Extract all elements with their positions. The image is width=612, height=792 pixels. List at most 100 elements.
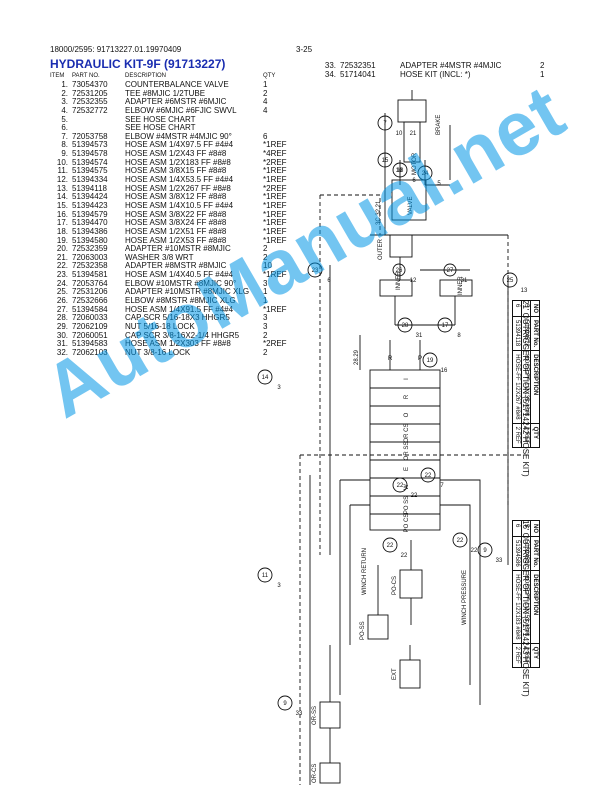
parts-pn: 72532666 [72,296,108,306]
parts-qty: *2REF [263,157,287,167]
parts-pn: 72532351 [340,61,376,70]
callout-number: 9 [483,548,487,554]
option-table-header-cell: PART No. [530,316,540,351]
parts-no: 34. [324,69,336,79]
parts-pn: 51394423 [72,200,108,210]
parts-pn: 72532772 [72,105,108,115]
parts-pn: 51394573 [72,140,108,150]
parts-qty: 2 [263,330,268,340]
parts-pn: 72060051 [72,330,108,340]
callout-number: 22 [457,538,464,544]
parts-no: 16. [56,209,68,219]
parts-desc: HOSE ASM 3/8X12 FF #8#8 [125,192,227,202]
col-part-no: PART NO. [72,73,100,79]
parts-pn: 51394574 [72,157,108,167]
parts-desc: HOSE ASM 1/2X51 FF #8#8 [125,226,227,236]
parts-no: 20. [56,244,68,254]
document-reference: 18000/2595: 91713227.01.19970409 [50,45,182,54]
parts-desc: HOSE ASM 3/8X15 FF #8#8 [125,166,227,176]
parts-no: 12. [56,175,68,185]
callout-number: 15 [382,158,389,164]
winch-return-label: WINCH RETURN [362,548,368,595]
parts-qty: *1REF [263,218,287,228]
parts-desc: WASHER 3/8 WRT [125,252,194,262]
parts-pn: 51394584 [72,304,108,314]
valve-section-label: W [404,484,410,490]
callout-number: 6 [327,278,331,284]
parts-no: 32. [56,347,68,357]
parts-pn: 51394578 [72,149,108,159]
r-port-label: R [388,356,393,362]
callout-number: 31 [461,278,468,284]
callout-number: 14 [262,375,269,381]
callout-number: 6 [412,178,416,184]
parts-desc: SEE HOSE CHART [125,123,196,133]
parts-pn: 51394583 [72,339,108,349]
parts-no: 9. [61,149,68,159]
valve-label: VALVE [408,197,414,215]
callout-number: 22 [397,483,404,489]
parts-qty: 2 [540,61,545,70]
inner-cylinder-right [439,279,473,297]
parts-no: 15. [56,200,68,210]
parts-desc: HOSE ASM 1/2X43 FF #8#8 [125,149,227,159]
option-table-header-cell: QTY [530,643,540,668]
page-title: HYDRAULIC KIT-9F (91713227) [50,57,226,71]
parts-pn: 72532359 [72,244,108,254]
option-table-header-cell: DESCRIPTION [530,570,540,644]
parts-no: 14. [56,192,68,202]
parts-no: 1. [61,80,68,89]
or-ss-cylinder [319,701,341,729]
parts-pn: 51394575 [72,166,108,176]
callout-number: 3 [277,583,281,589]
callout-number: 27 [447,268,454,274]
parts-no: 31. [56,339,68,349]
parts-no: 4. [61,105,68,115]
parts-desc: ELBOW #6MJIC #6FJIC SWVL [125,105,237,115]
parts-no: 13. [56,183,68,193]
valve-section-label: I [404,378,410,380]
parts-desc: ADAPTER #6MSTR #6MJIC [125,97,227,107]
parts-no: 21. [56,252,68,262]
po-cs-label: PO-CS [392,576,398,595]
col-item: ITEM [50,73,65,79]
callout-number: 28 [402,323,409,329]
parts-qty: 1 [540,69,545,79]
parts-qty: 4 [263,97,268,107]
parts-desc: ELBOW #4MSTR #4MJIC 90° [125,131,232,141]
parts-desc: NUT 3/8-16 LOCK [125,347,191,357]
parts-no: 23. [56,270,68,280]
callout-number: 16 [441,368,448,374]
parts-desc: COUNTERBALANCE VALVE [125,80,229,89]
valve-section-label: R [404,394,410,399]
callout-number: 22 [425,473,432,479]
motor-label: MOTOR [412,152,418,175]
or-ss-label: OR-SS [312,706,318,725]
parts-no: 5. [61,114,68,124]
callout-number: 13 [521,288,528,294]
parts-pn: 72053758 [72,131,108,141]
ext-label: EXT [392,668,398,680]
callout-number: 25 [507,278,514,284]
parts-qty: 1 [263,80,268,89]
valve-section-label: O [404,412,410,417]
parts-desc: HOSE ASM 3/8X24 FF #8#8 [125,218,227,228]
parts-pn: 72531205 [72,88,108,98]
option-table-header-cell: QTY [530,423,540,448]
p-port-label: P [418,356,422,362]
parts-pn: 51394334 [72,175,108,185]
parts-desc: ADAPTER #10MSTR #8MJIC [125,244,231,254]
parts-pn: 72062103 [72,347,108,357]
option-table-header-cell: NO [530,300,540,317]
parts-qty: 4 [263,105,268,115]
parts-pn: 73054370 [72,80,108,89]
